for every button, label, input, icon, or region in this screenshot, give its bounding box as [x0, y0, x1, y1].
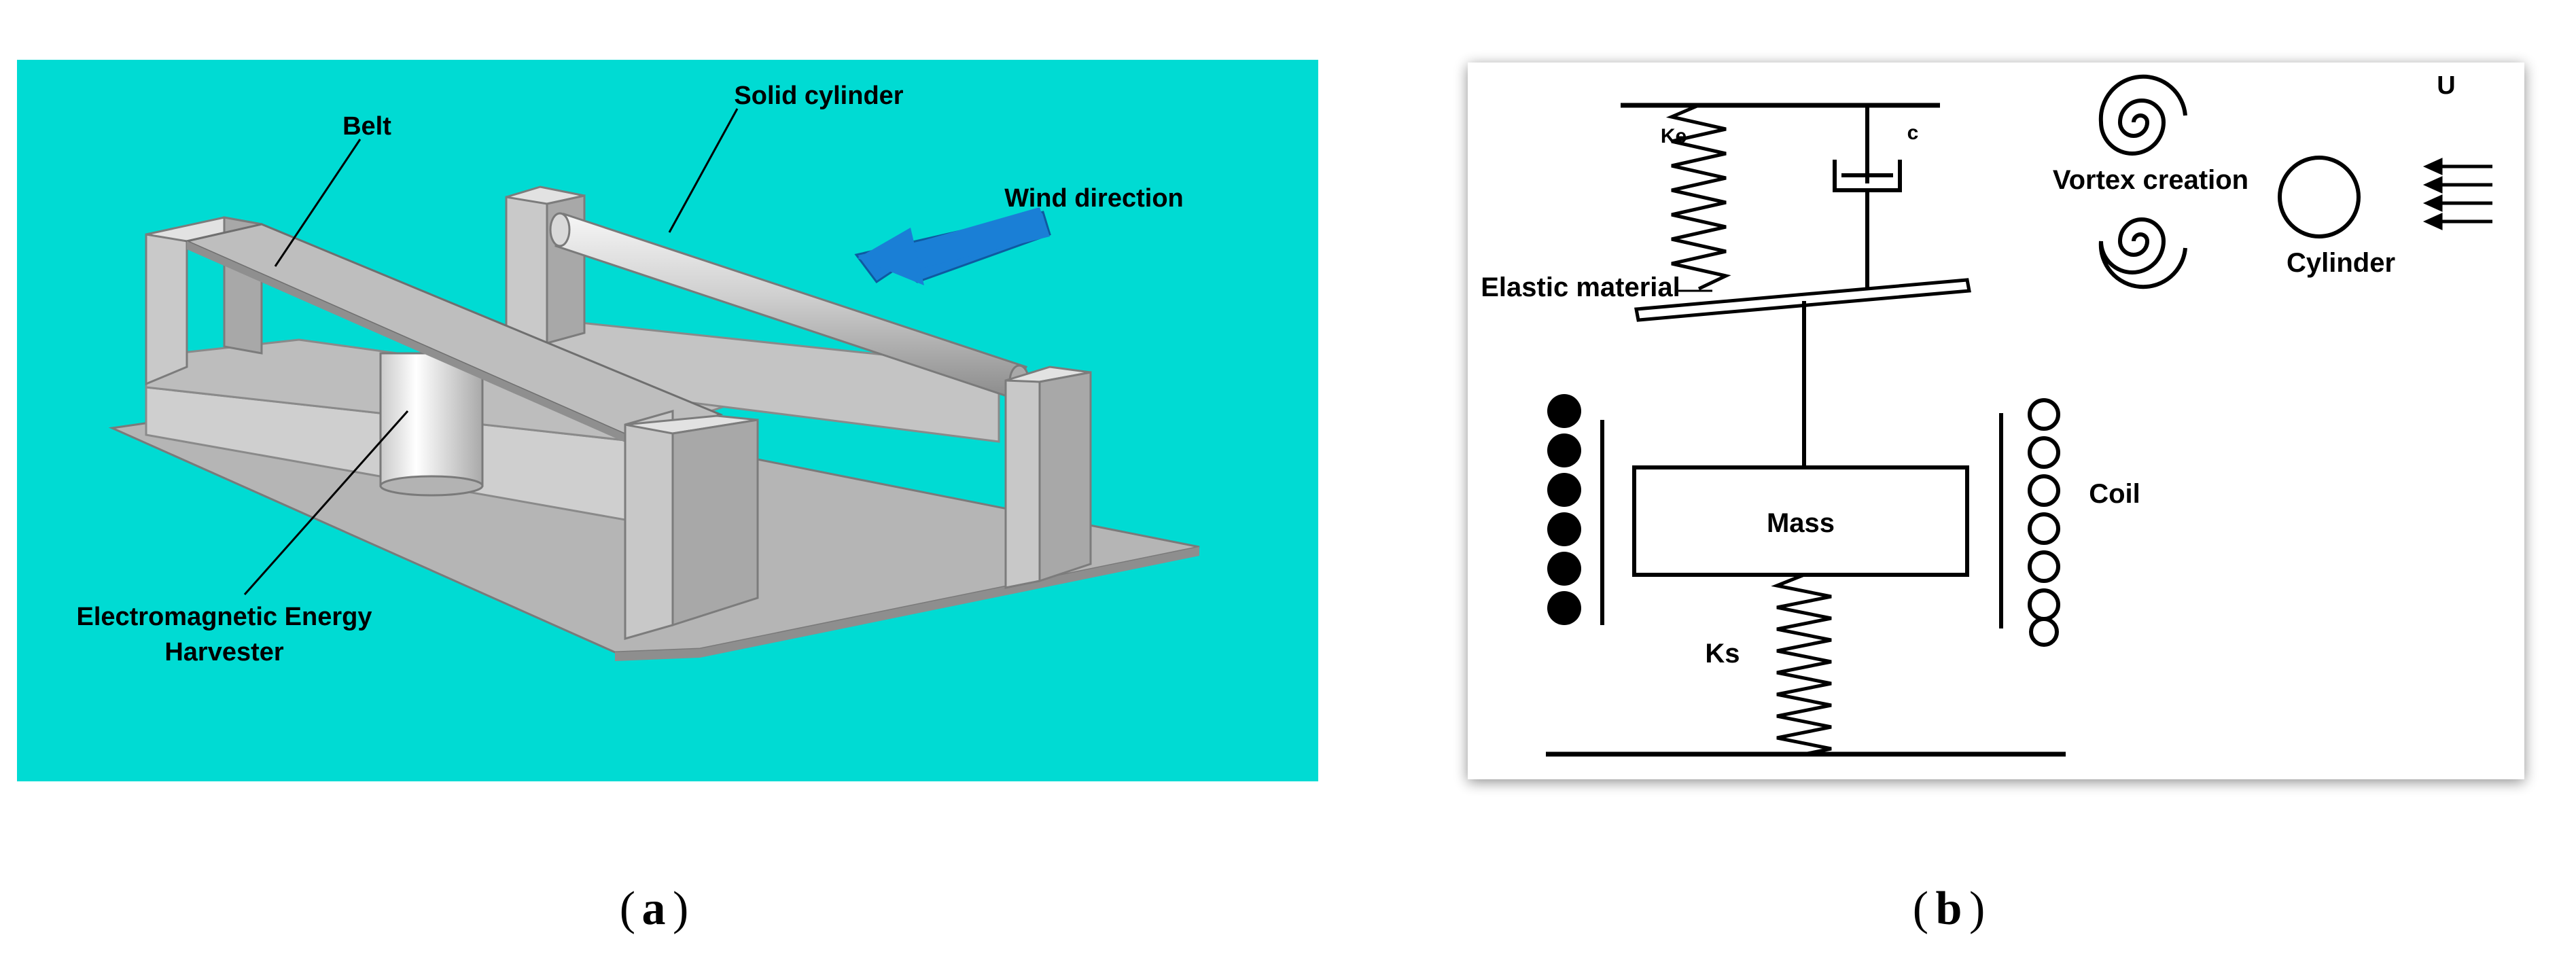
- solid-cylinder-label: Solid cylinder: [734, 82, 903, 110]
- caption-a-letter: a: [642, 883, 666, 935]
- harvester-cylinder-body: [379, 352, 484, 487]
- panel-b-background: [1468, 63, 2524, 779]
- caption-b: ( b ): [1913, 883, 1986, 935]
- coil-label: Coil: [2089, 479, 2140, 509]
- panel-a: Belt Solid cylinder Wind direction Elect…: [17, 60, 1318, 781]
- left-front-post-side: [671, 419, 759, 627]
- svg-text:): ): [1969, 883, 1985, 935]
- harvester-leader-line: [243, 410, 409, 595]
- harvester-label-line2: Harvester: [164, 638, 284, 667]
- cylinder-label: Cylinder: [2287, 248, 2395, 278]
- belt-leader-line: [274, 139, 361, 267]
- ke-label: Ke: [1661, 125, 1687, 147]
- coil-rings: [2028, 398, 2060, 647]
- ks-label: Ks: [1705, 639, 1740, 669]
- belt-edge: [187, 241, 642, 450]
- left-back-post-face: [145, 226, 188, 386]
- panel-b: Ke c U Vortex creation Cylinder Elastic …: [1468, 63, 2524, 779]
- belt-label: Belt: [342, 112, 391, 141]
- ks-spring: [1771, 573, 1832, 756]
- harvester-label-line1: Electromagnetic Energy: [76, 603, 372, 631]
- caption-a: ( a ): [620, 883, 689, 935]
- svg-text:): ): [673, 883, 688, 935]
- wind-direction-label: Wind direction: [1004, 184, 1184, 213]
- svg-text:(: (: [1913, 883, 1928, 935]
- mass-block: [1632, 465, 1969, 577]
- wind-direction-arrow-body: [897, 207, 1050, 272]
- caption-b-letter: b: [1936, 883, 1962, 935]
- harvester-cylinder-bottom: [379, 475, 484, 497]
- wind-direction-arrow-head: [858, 228, 924, 285]
- elastic-material-label: Elastic material: [1481, 272, 1680, 302]
- ke-spring: [1665, 103, 1731, 291]
- u-label: U: [2437, 71, 2455, 100]
- c-label: c: [1907, 122, 1919, 144]
- flow-arrows: [2422, 158, 2492, 230]
- left-magnets: [1547, 394, 1581, 625]
- vortex-spiral-top: [2098, 74, 2187, 156]
- right-front-post-face: [1004, 371, 1041, 589]
- vortex-spiral-bottom: [2098, 217, 2187, 289]
- mass-label: Mass: [1767, 508, 1835, 538]
- svg-text:(: (: [620, 883, 635, 935]
- vortex-creation-label: Vortex creation: [2053, 165, 2248, 195]
- elastic-material-bar: [1634, 278, 1971, 322]
- cylinder-circle: [2278, 156, 2361, 238]
- right-front-post-side: [1038, 371, 1092, 583]
- left-front-post-face: [624, 410, 674, 640]
- cylinder-leader-line: [668, 108, 739, 233]
